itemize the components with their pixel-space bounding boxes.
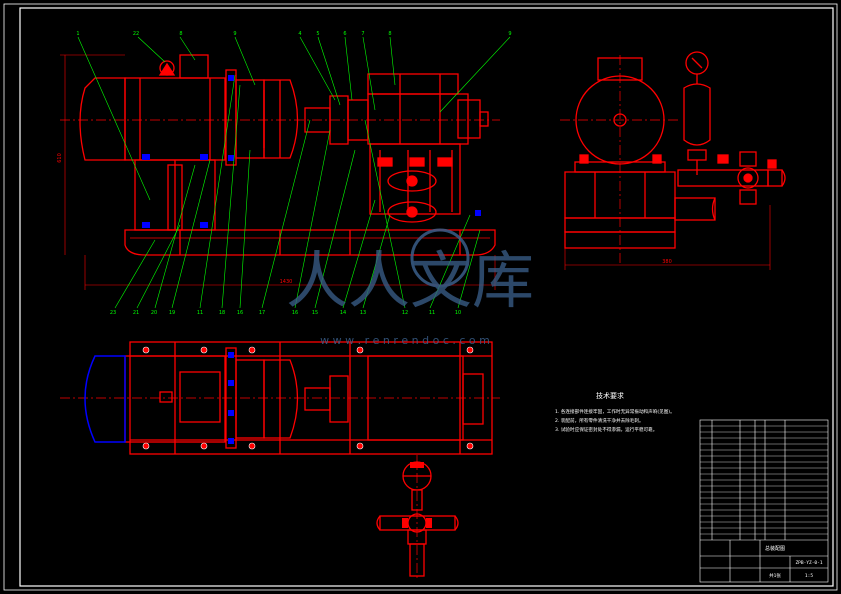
title-block (700, 539, 828, 582)
callout-label: 16 (237, 310, 243, 316)
technical-requirements: 技术要求 1. 各连接部件连接牢固，工作时无异常振动和声响(见图)。 2. 装配… (555, 391, 675, 433)
callout-labels-top: 1 22 8 9 4 5 6 7 8 9 (76, 31, 511, 37)
callout-label: 14 (340, 310, 346, 316)
callout-label: 6 (343, 31, 346, 37)
title-block-text: ZPB-YZ-0-1 总装配图 1:5 共1张 (765, 545, 823, 579)
side-view-dimension (564, 205, 771, 270)
front-view-dimensions (60, 54, 496, 290)
dim-side-width: 380 (662, 259, 672, 265)
callout-label: 21 (133, 310, 139, 316)
watermark-url: w w w . r e n r e n d o c . c o m (320, 334, 490, 347)
side-view (560, 51, 786, 265)
callout-label: 16 (292, 310, 298, 316)
callout-label: 8 (388, 31, 391, 37)
callout-label: 7 (361, 31, 364, 37)
watermark: 人人文库 w w w . r e n r e n d o c . c o m (286, 228, 534, 347)
callout-label: 20 (151, 310, 157, 316)
front-view-bolts (142, 75, 481, 228)
leader-lines (77, 36, 511, 309)
outlet-detail (376, 455, 459, 580)
parts-list-rows (700, 425, 828, 535)
callout-label: 11 (197, 310, 203, 316)
callout-label: 13 (360, 310, 366, 316)
drawing-name: 总装配图 (765, 545, 785, 552)
callout-label: 15 (312, 310, 318, 316)
tech-req-line: 3. 试验时应保证密封处不得渗漏，运行平稳可靠。 (555, 426, 657, 433)
callout-label: 19 (169, 310, 175, 316)
dim-overall-height: 610 (57, 153, 63, 163)
callout-label: 1 (76, 31, 79, 37)
top-view-motor-cap (84, 355, 126, 443)
callout-label: 9 (508, 31, 511, 37)
callout-label: 10 (455, 310, 461, 316)
drawing-scale: 1:5 (805, 573, 813, 579)
callout-label: 18 (219, 310, 225, 316)
callout-label: 12 (402, 310, 408, 316)
callout-labels-bottom: 23 21 20 19 11 18 16 17 16 15 14 13 12 1… (110, 310, 461, 316)
callout-label: 17 (259, 310, 265, 316)
tech-req-line: 1. 各连接部件连接牢固，工作时无异常振动和声响(见图)。 (555, 408, 675, 415)
callout-label: 22 (133, 31, 139, 37)
top-view-bolts (142, 346, 474, 450)
top-view (60, 341, 500, 455)
callout-label: 8 (179, 31, 182, 37)
outlet-detail-bolts (402, 462, 432, 528)
dim-overall-length: 1430 (280, 279, 293, 285)
callout-label: 5 (316, 31, 319, 37)
top-view-flange-bolts (228, 352, 234, 444)
tech-req-line: 2. 装配前，所有零件清洗干净并去除毛刺。 (555, 417, 644, 424)
callout-label: 11 (429, 310, 435, 316)
tech-req-title: 技术要求 (596, 391, 624, 400)
parts-list-table (699, 419, 829, 583)
drawing-number: ZPB-YZ-0-1 (795, 560, 822, 566)
drawing-sheet: 共1张 (769, 572, 781, 579)
drawing-frame (3, 3, 838, 591)
callout-label: 23 (110, 310, 116, 316)
callout-label: 9 (233, 31, 236, 37)
front-view (60, 54, 500, 256)
watermark-logo-text: 人人文库 (286, 244, 534, 317)
callout-label: 4 (298, 31, 301, 37)
